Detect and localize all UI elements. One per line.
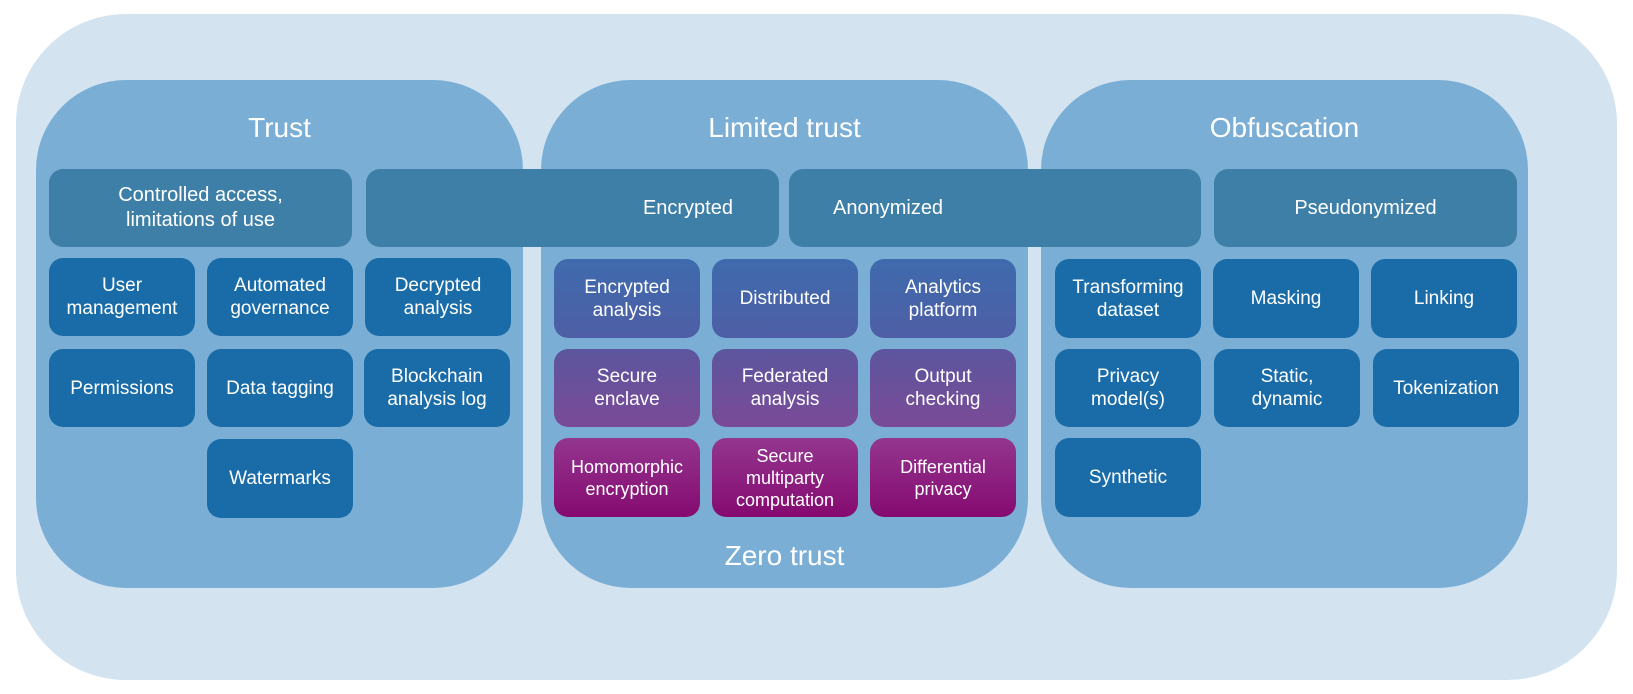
secure-enclave-box: Secure enclave (554, 349, 700, 427)
analytics-platform-box: Analytics platform (870, 259, 1016, 338)
zero-trust-label: Zero trust (724, 540, 845, 571)
automated-governance-box: Automated governance (207, 258, 353, 336)
anonymized-header: Anonymized (789, 169, 1201, 247)
watermarks-box: Watermarks (207, 439, 353, 518)
transforming-dataset-box: Transforming dataset (1055, 259, 1201, 338)
blockchain-analysis-log-box: Blockchain analysis log (364, 349, 510, 427)
differential-privacy-box: Differential privacy (870, 438, 1016, 517)
decrypted-analysis-box: Decrypted analysis (365, 258, 511, 336)
linking-box: Linking (1371, 259, 1517, 338)
pseudonymized-header: Pseudonymized (1214, 169, 1517, 247)
static-dynamic-box: Static, dynamic (1214, 349, 1360, 427)
trust-title: Trust (248, 112, 311, 143)
federated-analysis-box: Federated analysis (712, 349, 858, 427)
distributed-box: Distributed (712, 259, 858, 338)
encrypted-analysis-box: Encrypted analysis (554, 259, 700, 338)
encrypted-header: Encrypted (366, 169, 779, 247)
limited-trust-title: Limited trust (708, 112, 861, 143)
data-tagging-box: Data tagging (207, 349, 353, 427)
masking-box: Masking (1213, 259, 1359, 338)
secure-multiparty-computation-box: Secure multiparty computation (712, 438, 858, 517)
privacy-models-box: Privacy model(s) (1055, 349, 1201, 427)
output-checking-box: Output checking (870, 349, 1016, 427)
permissions-box: Permissions (49, 349, 195, 427)
controlled-access-header: Controlled access, limitations of use (49, 169, 352, 247)
obfuscation-title: Obfuscation (1209, 112, 1360, 143)
tokenization-box: Tokenization (1373, 349, 1519, 427)
synthetic-box: Synthetic (1055, 438, 1201, 517)
user-management-box: User management (49, 258, 195, 336)
homomorphic-encryption-box: Homomorphic encryption (554, 438, 700, 517)
